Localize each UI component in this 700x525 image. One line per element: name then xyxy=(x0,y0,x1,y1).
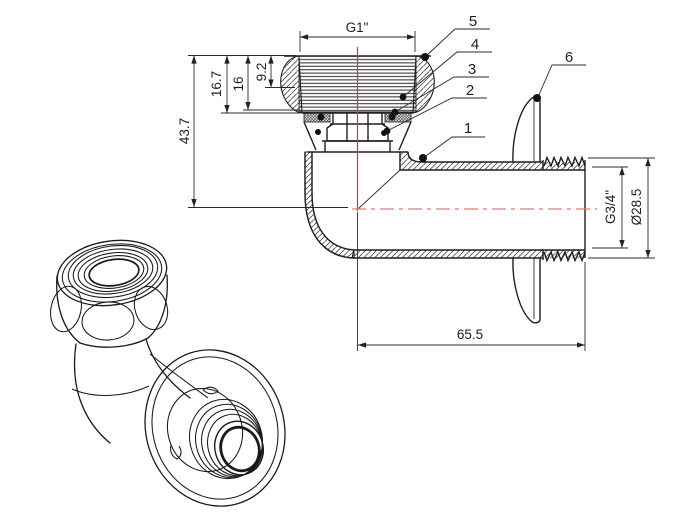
dim-g34: G3/4" xyxy=(592,166,628,249)
iso-nut-left-edge xyxy=(56,275,81,344)
iso-view xyxy=(50,239,286,507)
dim-16-7: 16.7 xyxy=(209,55,300,114)
callout-1-label: 1 xyxy=(464,120,472,137)
callout-2: 2 xyxy=(383,82,487,135)
iso-nut-rim-outer xyxy=(56,239,168,307)
callout-2-dot xyxy=(383,127,391,135)
dim-16-label: 16 xyxy=(231,76,246,91)
iso-nut-rim-inner xyxy=(61,243,163,303)
dim-left-stack: 43.7 16.7 16 9.2 xyxy=(177,55,348,208)
section-view: G1" 43.7 16.7 16 9.2 xyxy=(177,13,655,351)
dim-9-2: 9.2 xyxy=(254,55,295,88)
iso-nut-right-edge xyxy=(147,274,168,339)
iso-nut xyxy=(50,239,169,348)
callout-4-dot xyxy=(399,93,407,101)
thread-zigzag-top xyxy=(543,155,586,168)
elbow-body-section xyxy=(304,151,585,259)
iso-hub-notch-left xyxy=(170,444,182,460)
iso-flange-inner-rim xyxy=(151,356,279,500)
callout-3-label: 3 xyxy=(468,61,476,78)
left-washer xyxy=(303,112,331,123)
o-ring-left-lower xyxy=(315,129,321,135)
o-ring-right-upper xyxy=(388,113,396,121)
iso-nut-facet-right xyxy=(133,285,169,331)
dim-9-2-label: 9.2 xyxy=(254,63,269,82)
dim-16: 16 xyxy=(231,55,300,111)
iso-flange xyxy=(144,349,286,507)
callout-5-dot xyxy=(421,53,429,61)
iso-tube xyxy=(71,338,209,444)
dim-g1: G1" xyxy=(299,20,416,52)
iso-nut-bore xyxy=(88,258,140,287)
dim-65-5: 65.5 xyxy=(357,212,586,351)
callout-6-dot xyxy=(533,94,541,102)
dim-d28-5-label: Ø28.5 xyxy=(629,189,644,226)
pipe-bottom-wall xyxy=(351,249,544,259)
dim-g34-label: G3/4" xyxy=(603,190,618,224)
callout-1: 1 xyxy=(419,120,485,162)
dim-43-7-label: 43.7 xyxy=(177,118,192,144)
o-ring-left-upper xyxy=(317,113,325,121)
callout-2-label: 2 xyxy=(466,82,474,99)
callout-6-label: 6 xyxy=(565,49,573,66)
callout-5: 5 xyxy=(421,13,490,61)
bore-transition-line xyxy=(357,169,401,210)
thread-zigzag-bottom xyxy=(543,250,586,263)
callout-4: 4 xyxy=(399,36,492,101)
dim-g1-label: G1" xyxy=(346,20,369,35)
callout-1-dot xyxy=(419,154,427,162)
iso-stub-bore xyxy=(219,425,261,473)
iso-nut-facet-front xyxy=(81,301,135,341)
callout-6: 6 xyxy=(533,49,586,102)
iso-hub-notch-top xyxy=(202,386,219,395)
dim-16-7-label: 16.7 xyxy=(209,71,224,97)
iso-stub-end xyxy=(213,420,265,476)
callout-5-label: 5 xyxy=(469,13,477,30)
dim-d28-5: Ø28.5 xyxy=(588,157,655,259)
iso-flange-outer xyxy=(144,349,286,507)
iso-hub xyxy=(166,387,244,473)
dim-43-7: 43.7 xyxy=(177,55,348,208)
dim-65-5-label: 65.5 xyxy=(457,327,483,342)
callout-4-label: 4 xyxy=(471,36,479,53)
nut-left-fairing xyxy=(280,55,303,114)
nut-right-fairing xyxy=(412,55,435,114)
callout-3-dot xyxy=(391,108,399,116)
iso-nut-facet-left xyxy=(50,285,82,333)
iso-tube-crease xyxy=(71,385,150,396)
callout-3: 3 xyxy=(391,61,489,116)
wall-flange-section xyxy=(512,96,541,324)
centerlines xyxy=(352,47,597,211)
